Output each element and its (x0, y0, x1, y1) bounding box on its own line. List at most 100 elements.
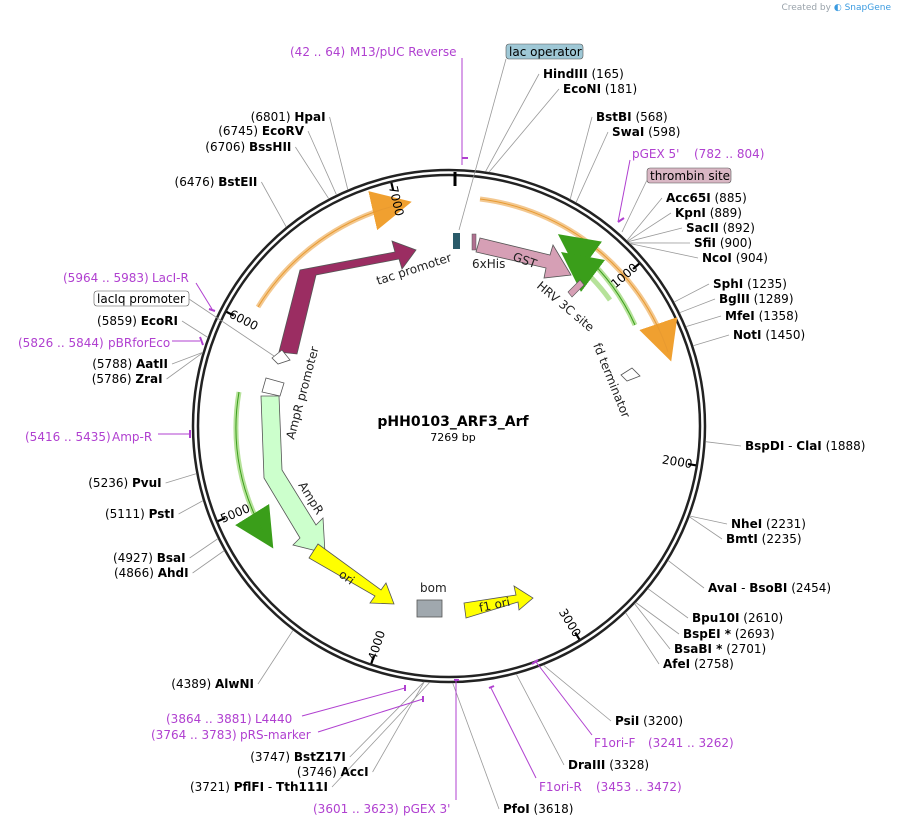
restriction-site: (4927) BsaI (113, 551, 186, 565)
lac-operator-box (505, 43, 584, 60)
site-leader (667, 560, 705, 589)
restriction-site: BspEI * (2693) (683, 627, 775, 641)
site-name: NheI (731, 517, 762, 531)
site-position: (568) (632, 110, 668, 124)
site-position: (2693) (731, 627, 775, 641)
plasmid-name: pHH0103_ARF3_Arf (377, 414, 529, 430)
restriction-site: BsaBI * (2701) (674, 642, 766, 656)
site-position: (2231) (762, 517, 806, 531)
site-name: BspDI (745, 439, 784, 453)
site-name: AvaI (708, 581, 737, 595)
restriction-site: BstBI (568) (596, 110, 668, 124)
ori-feature (308, 543, 395, 605)
restriction-site: (4389) AlwNI (171, 677, 254, 691)
primer-prs-marker: (3764 .. 3783) pRS-marker (151, 696, 424, 742)
restriction-site: NcoI (904) (702, 251, 768, 265)
site-position: (181) (601, 82, 637, 96)
site-name: SphI (713, 277, 743, 291)
site-separator: - (264, 780, 276, 794)
laci-orf-arc-line (257, 203, 403, 308)
site-name-2: ClaI (796, 439, 821, 453)
restriction-site: MfeI (1358) (725, 309, 798, 323)
site-name: AhdI (158, 566, 189, 580)
site-leader (485, 73, 540, 172)
site-position: (6745) (218, 124, 262, 138)
site-position: (904) (732, 251, 768, 265)
tick-mark (390, 182, 395, 191)
primer-m13-puc-reverse: (42 .. 64) M13/pUC Reverse (290, 45, 468, 165)
primer-l4440: (3864 .. 3881) L4440 (166, 685, 406, 726)
site-name: MfeI (725, 309, 755, 323)
restriction-site: SphI (1235) (713, 277, 787, 291)
ampr-feature (260, 395, 326, 554)
tick-mark (574, 631, 581, 640)
site-leader (627, 212, 672, 242)
site-position: (889) (706, 206, 742, 220)
feature-label-laci: lacI (327, 272, 352, 296)
f1-ori-feature (463, 585, 534, 619)
restriction-site: (5111) PstI (105, 507, 175, 521)
restriction-site: AfeI (2758) (663, 657, 734, 671)
site-leader (626, 197, 663, 241)
thrombin-site-box (646, 167, 732, 184)
site-separator: - (737, 581, 749, 595)
site-name: Bpu10I (692, 611, 739, 625)
site-leader (166, 352, 203, 380)
site-leader (261, 181, 287, 228)
site-position: (3200) (639, 714, 683, 728)
site-leader (349, 681, 425, 758)
site-name: BglII (719, 292, 750, 306)
site-name: NcoI (702, 251, 732, 265)
primer-f1ori-f: F1ori-F (3241 .. 3262) (531, 659, 734, 750)
site-leader (543, 664, 612, 722)
feature-label-hrv-3c: HRV 3C site (534, 279, 597, 335)
site-name: NotI (733, 328, 762, 342)
restriction-site: (3721) PflFI - Tth111I (190, 780, 328, 794)
restriction-site: BmtI (2235) (726, 532, 802, 546)
site-position: (1450) (762, 328, 806, 342)
site-leader (627, 227, 683, 243)
restriction-site: Bpu10I (2610) (692, 611, 783, 625)
tick-label: 7000 (386, 185, 407, 218)
restriction-site: BspDI - ClaI (1888) (745, 439, 865, 453)
site-leader (307, 130, 337, 196)
primer-range: (3241 .. 3262) (648, 736, 734, 750)
site-name: PvuI (132, 476, 162, 490)
site-name: SacII (686, 221, 719, 235)
site-name: BmtI (726, 532, 758, 546)
site-name: BssHII (249, 140, 291, 154)
tick-label: 3000 (556, 606, 584, 639)
site-leader (569, 116, 593, 200)
site-leader (625, 612, 660, 665)
primer-name: F1ori-F (594, 736, 635, 750)
site-position: (885) (711, 191, 747, 205)
site-leader (295, 146, 330, 200)
site-name: AccI (341, 765, 369, 779)
site-name: EcoNI (563, 82, 601, 96)
site-position: (1358) (755, 309, 799, 323)
site-leader (452, 682, 500, 810)
lac-operator-leader (458, 58, 507, 231)
site-leader-layer (165, 73, 742, 810)
site-name: SfiI (694, 236, 716, 250)
site-position: (165) (588, 67, 624, 81)
site-position: (2235) (758, 532, 802, 546)
site-leader (693, 334, 730, 347)
tick-label: 4000 (365, 629, 388, 662)
site-leader (165, 473, 197, 484)
snapgene-credit: Created by ◐ SnapGene (781, 3, 891, 13)
site-name: BstZ17I (294, 750, 346, 764)
site-position: (2701) (722, 642, 766, 656)
tick-mark (217, 517, 226, 523)
site-position: (5788) (92, 357, 136, 371)
site-position: (1888) (822, 439, 866, 453)
site-name: AfeI (663, 657, 690, 671)
primer-name: Amp-R (112, 430, 152, 444)
ampr-promoter-feature (261, 377, 285, 397)
fd-terminator-feature (620, 367, 641, 382)
primer-range: (5416 .. 5435) (25, 430, 111, 444)
site-position: (4927) (113, 551, 157, 565)
site-position: (3618) (530, 802, 574, 816)
site-position: (3721) (190, 780, 234, 794)
site-position: (4389) (171, 677, 215, 691)
